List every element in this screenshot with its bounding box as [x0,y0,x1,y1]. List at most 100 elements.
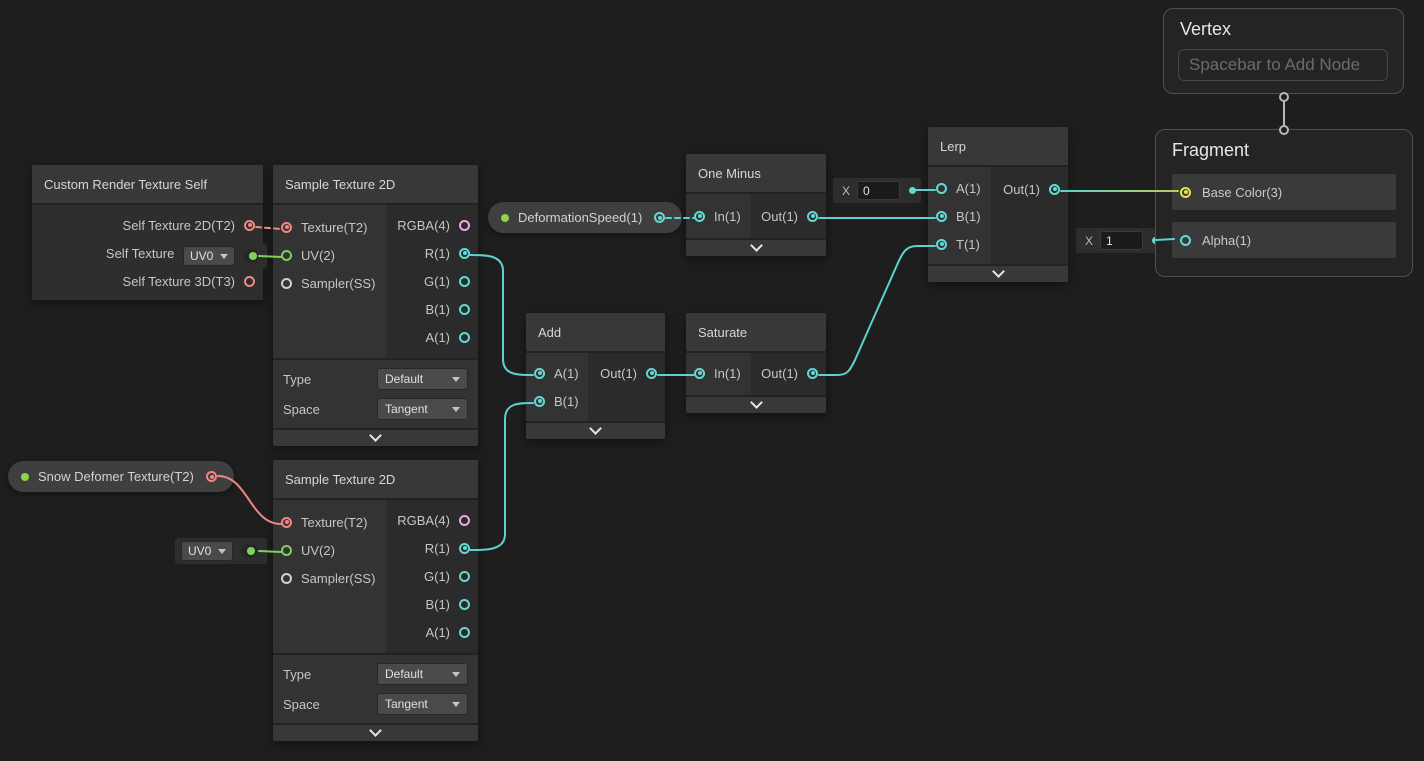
port-row: Self Texture 3D(T3) [32,267,263,295]
collapse-control[interactable] [526,421,665,439]
node-lerp[interactable]: Lerp A(1) B(1) T(1) Out(1) [928,127,1068,282]
fragment-context-block[interactable]: Fragment Base Color(3) Alpha(1) [1155,129,1413,277]
edge-sample2-r-to-add-b[interactable] [469,402,534,551]
type-label: Type [283,371,312,387]
out-output-port[interactable] [807,367,818,379]
lerp-a-value-input[interactable] [857,181,901,200]
node-custom-render-texture-self[interactable]: Custom Render Texture Self Self Texture … [32,165,263,300]
exposed-property-dot-icon [21,472,29,481]
sampler-input-port[interactable] [281,572,292,584]
b-output-port[interactable] [459,303,470,315]
a-input-port[interactable] [936,182,947,194]
node-title: Sample Texture 2D [273,460,478,500]
r-output-port[interactable] [459,247,470,259]
a-input-port[interactable] [534,367,545,379]
chevron-down-icon [369,724,382,737]
add-node-placeholder[interactable]: Spacebar to Add Node [1178,49,1388,81]
node-sample-texture-2d-1[interactable]: Sample Texture 2D Texture(T2) UV(2) Samp… [273,165,478,446]
space-dropdown[interactable]: Tangent [377,693,468,715]
rgba-output-port[interactable] [459,514,470,526]
uv-channel-dropdown[interactable]: UV0 [183,246,235,266]
uv-input-port[interactable] [281,249,292,261]
port-label: B(1) [956,208,981,224]
node-title-text: Custom Render Texture Self [44,176,208,192]
node-title-text: One Minus [698,165,761,181]
texture-input-port[interactable] [281,221,292,233]
input-ports: A(1) B(1) [526,353,588,421]
chevron-down-icon [220,253,228,259]
out-output-port[interactable] [1049,183,1060,195]
port-label: B(1) [425,596,450,612]
g-output-port[interactable] [459,275,470,287]
collapse-control[interactable] [273,723,478,741]
port-label: Self Texture 3D(T3) [122,273,235,289]
inline-port-dot[interactable] [247,547,255,555]
space-dropdown[interactable]: Tangent [377,398,468,420]
port-label: Sampler(SS) [301,275,376,291]
port-label: Alpha(1) [1202,232,1252,248]
inline-port-capsule [243,249,259,263]
port-label: Self Texture 2D(T2) [122,217,235,233]
b-input-port[interactable] [936,210,947,222]
x-component-label: X [1085,233,1094,248]
node-add[interactable]: Add A(1) B(1) Out(1) [526,313,665,439]
collapse-control[interactable] [686,238,826,256]
x-component-label: X [842,183,851,198]
t-input-port[interactable] [936,238,947,250]
uv-channel-control-1: UV0 [177,243,267,269]
a-output-port[interactable] [459,331,470,343]
inline-port-dot[interactable] [249,252,257,260]
node-title-text: Sample Texture 2D [285,471,396,487]
in-input-port[interactable] [694,367,705,379]
node-title-text: Lerp [940,138,967,154]
stem-top-connector[interactable] [1279,92,1289,102]
property-deformation-speed[interactable]: DeformationSpeed(1) [488,202,682,233]
texture-input-port[interactable] [281,516,292,528]
base-color-input-port[interactable] [1180,186,1191,198]
property-output-port[interactable] [206,471,217,482]
uv-channel-value: UV0 [190,249,214,263]
input-ports: In(1) [686,194,751,238]
node-one-minus[interactable]: One Minus In(1) Out(1) [686,154,826,256]
property-label: Snow Defomer Texture(T2) [38,469,194,484]
edge-sample1-r-to-add-a[interactable] [469,254,534,376]
uv-channel-dropdown[interactable]: UV0 [181,541,233,561]
inline-port-dot[interactable] [909,187,917,194]
space-label: Space [283,696,320,712]
sampler-input-port[interactable] [281,277,292,289]
vertex-context-block[interactable]: Vertex Spacebar to Add Node [1163,8,1404,94]
r-output-port[interactable] [459,542,470,554]
alpha-input-port[interactable] [1180,234,1191,246]
input-ports: In(1) [686,353,751,395]
b-input-port[interactable] [534,395,545,407]
out-output-port[interactable] [807,210,818,222]
out-output-port[interactable] [646,367,657,379]
property-snow-deformer-texture[interactable]: Snow Defomer Texture(T2) [8,461,234,492]
port-label: RGBA(4) [397,512,450,528]
chevron-down-icon [452,701,460,707]
node-sample-texture-2d-2[interactable]: Sample Texture 2D Texture(T2) UV(2) Samp… [273,460,478,741]
property-output-port[interactable] [654,212,665,223]
node-title-text: Add [538,324,562,340]
node-options: Type Default Space Tangent [273,358,478,428]
port-label: T(1) [956,236,980,252]
port-label: Out(1) [761,365,798,381]
node-saturate[interactable]: Saturate In(1) Out(1) [686,313,826,413]
type-dropdown[interactable]: Default [377,368,468,390]
in-input-port[interactable] [694,210,705,222]
self-texture-3d-output-port[interactable] [244,275,255,287]
collapse-control[interactable] [928,264,1068,282]
collapse-control[interactable] [273,428,478,446]
port-label: G(1) [424,273,450,289]
alpha-value-input[interactable] [1100,231,1144,250]
rgba-output-port[interactable] [459,219,470,231]
self-texture-2d-output-port[interactable] [244,219,255,231]
g-output-port[interactable] [459,570,470,582]
a-output-port[interactable] [459,626,470,638]
edge-saturate-out-to-lerp-t[interactable] [818,245,936,376]
b-output-port[interactable] [459,598,470,610]
uv-input-port[interactable] [281,544,292,556]
type-dropdown[interactable]: Default [377,663,468,685]
collapse-control[interactable] [686,395,826,413]
